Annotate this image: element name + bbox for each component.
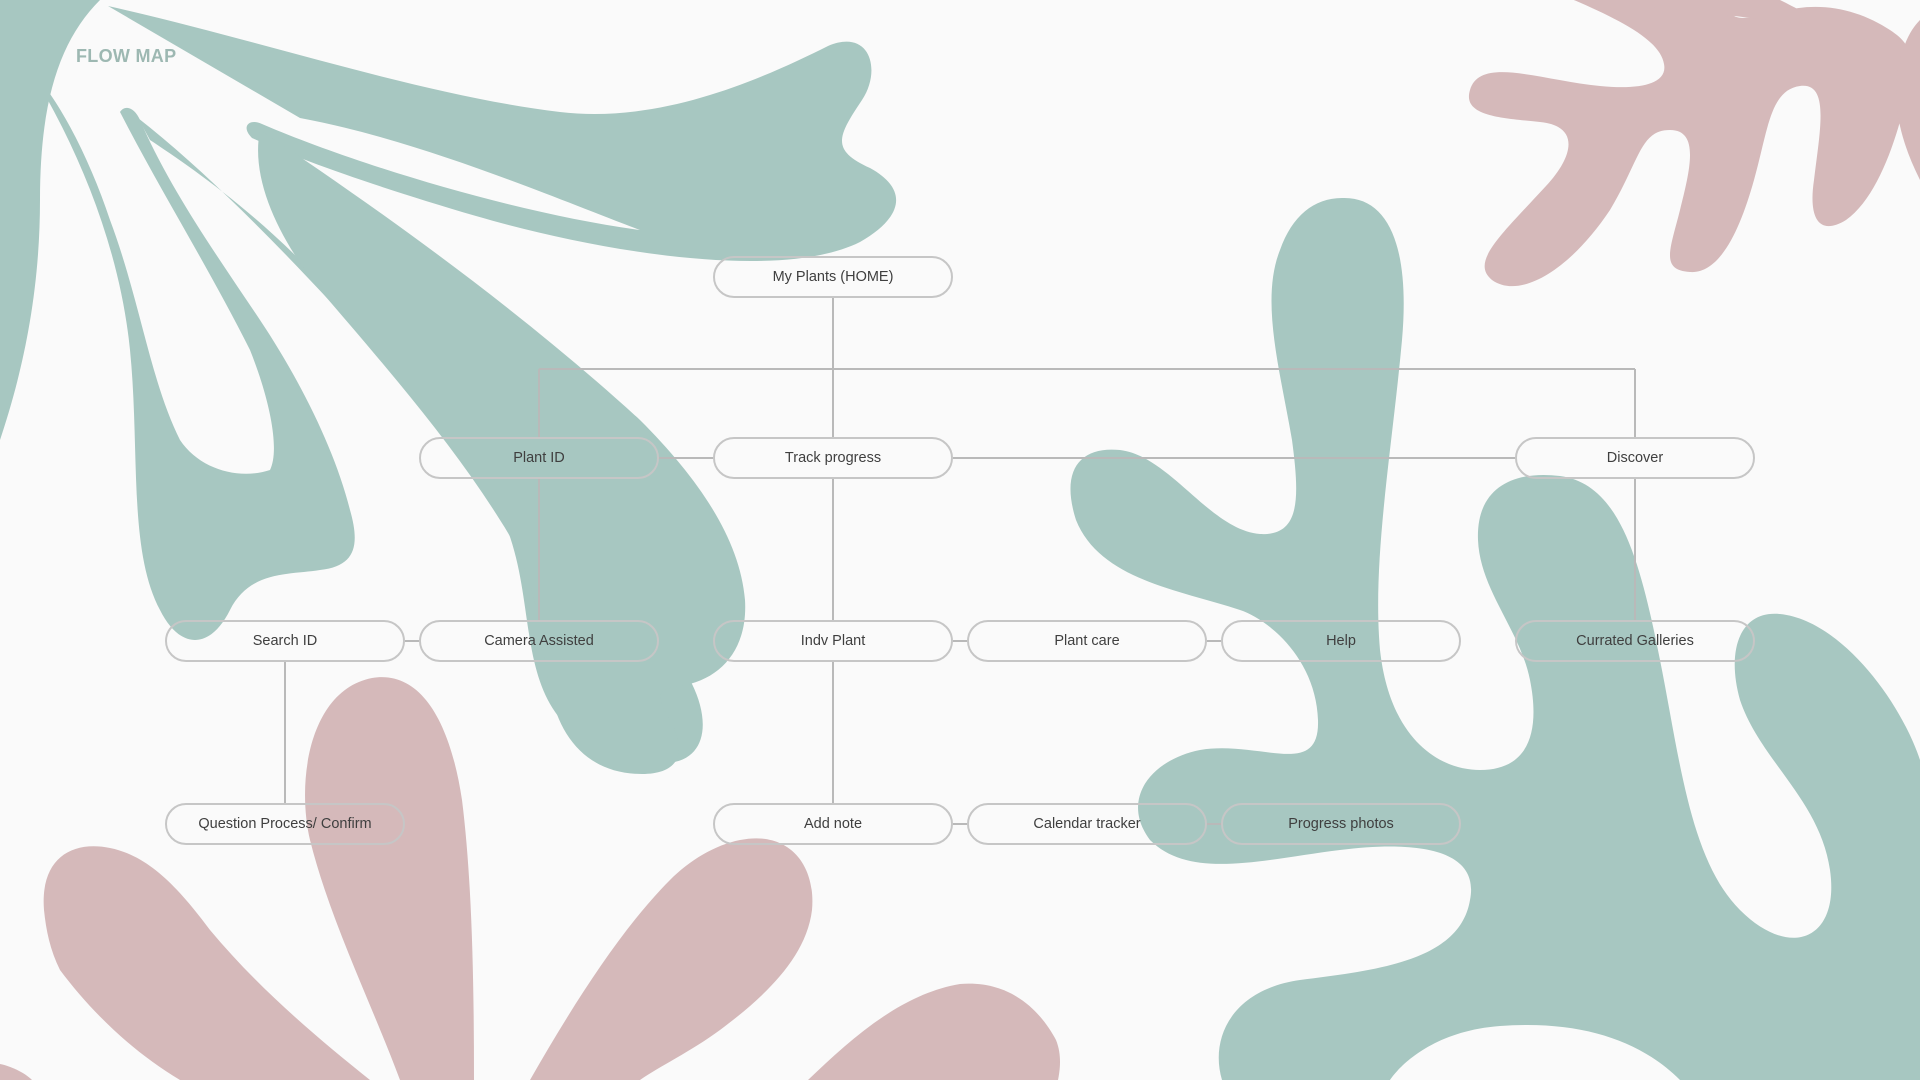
node-progress-photos[interactable]: Progress photos	[1221, 803, 1461, 845]
node-label: Plant care	[1054, 633, 1120, 649]
node-plant-id[interactable]: Plant ID	[419, 437, 659, 479]
pink-petal-right	[530, 838, 813, 1080]
node-label: Currated Galleries	[1576, 633, 1694, 649]
green-leaf-arm-2	[258, 130, 746, 774]
node-label: Discover	[1606, 450, 1664, 466]
green-leaf-left-edge	[0, 0, 100, 440]
node-label: Progress photos	[1288, 816, 1394, 832]
pink-petal-center	[305, 677, 474, 1080]
node-label: Question Process/ Confirm	[198, 816, 372, 832]
green-leaf-top-left	[108, 6, 897, 262]
node-add-note[interactable]: Add note	[713, 803, 953, 845]
node-track-progress[interactable]: Track progress	[713, 437, 953, 479]
node-label: Add note	[803, 816, 863, 832]
connector-lines	[284, 298, 1636, 825]
node-plant-care[interactable]: Plant care	[967, 620, 1207, 662]
pink-leaf-right-edge	[1896, 20, 1920, 180]
node-label: Camera Assisted	[484, 633, 594, 649]
pink-petal-bottom-left	[0, 1064, 32, 1080]
node-label: Indv Plant	[800, 633, 866, 649]
node-help[interactable]: Help	[1221, 620, 1461, 662]
node-label: Plant ID	[513, 450, 565, 466]
green-leaf-arm-3	[28, 66, 355, 640]
node-label: Search ID	[252, 633, 318, 649]
node-indv-plant[interactable]: Indv Plant	[713, 620, 953, 662]
node-question-process-confirm[interactable]: Question Process/ Confirm	[165, 803, 405, 845]
node-label: My Plants (HOME)	[772, 269, 894, 285]
node-my-plants-home[interactable]: My Plants (HOME)	[713, 256, 953, 298]
node-camera-assisted[interactable]: Camera Assisted	[419, 620, 659, 662]
pink-petal-far-right	[808, 983, 1060, 1080]
node-curated-galleries[interactable]: Currated Galleries	[1515, 620, 1755, 662]
node-label: Help	[1326, 633, 1356, 649]
pink-petal-left	[43, 846, 370, 1080]
page-title: FLOW MAP	[76, 46, 177, 66]
node-label: Track progress	[784, 450, 882, 466]
node-search-id[interactable]: Search ID	[165, 620, 405, 662]
node-calendar-tracker[interactable]: Calendar tracker	[967, 803, 1207, 845]
node-discover[interactable]: Discover	[1515, 437, 1755, 479]
node-label: Calendar tracker	[1033, 816, 1141, 832]
pink-leaf-top-right	[1468, 0, 1912, 287]
pink-leaf-top-right-2	[1574, 0, 1813, 24]
